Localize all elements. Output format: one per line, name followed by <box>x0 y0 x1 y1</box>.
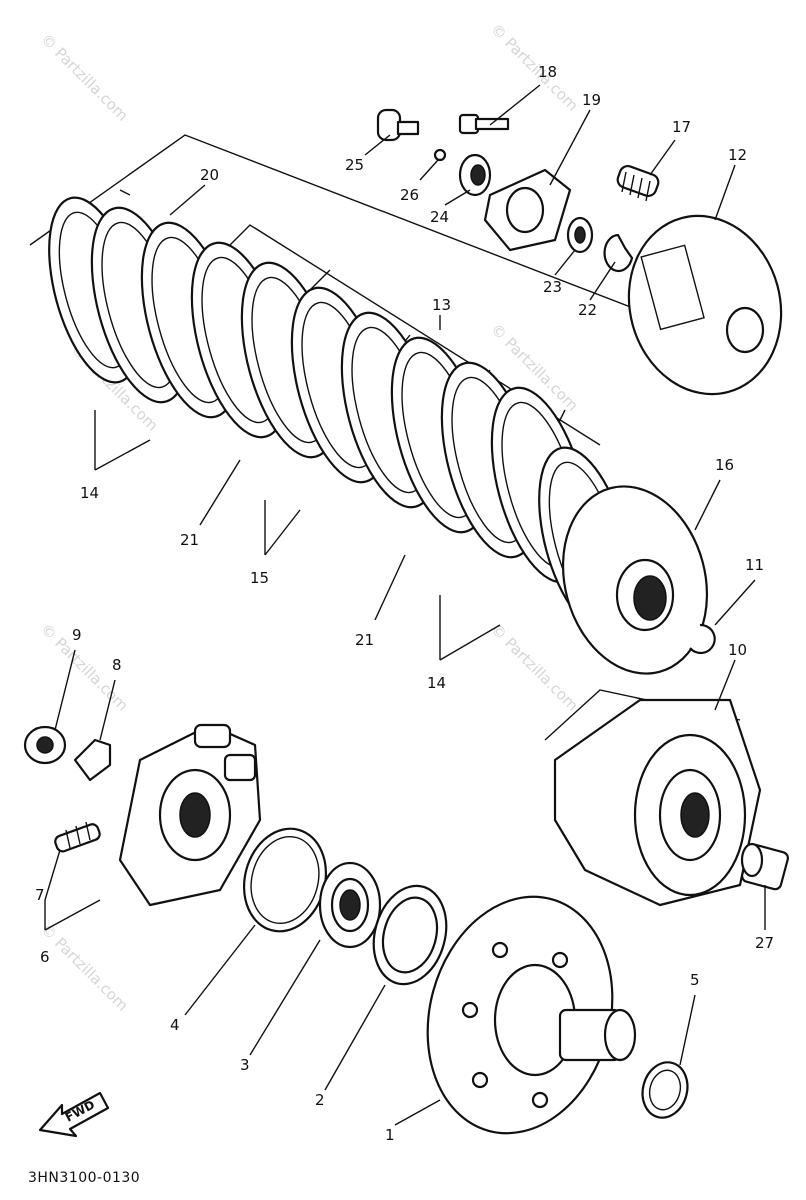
bearing <box>318 861 382 949</box>
watermark: © Partzilla.com <box>487 620 582 715</box>
callout-numbers: 1 2 3 4 5 6 7 8 9 10 11 12 13 14 14 15 1… <box>35 63 774 1144</box>
callout-19: 19 <box>582 91 601 109</box>
callout-22: 22 <box>578 301 597 319</box>
bolt <box>458 113 510 135</box>
callout-27: 27 <box>755 934 774 952</box>
callout-15: 15 <box>250 569 269 587</box>
callout-17: 17 <box>672 118 691 136</box>
clutch-drum <box>426 895 637 1135</box>
callout-21: 21 <box>180 531 199 549</box>
lock-washer <box>603 233 634 273</box>
shoe-spring <box>54 821 101 853</box>
callout-5: 5 <box>690 971 700 989</box>
drawing-code: 3HN3100-0130 <box>28 1170 140 1186</box>
collar <box>740 842 789 891</box>
callout-2: 2 <box>315 1091 325 1109</box>
callout-14-b: 14 <box>427 674 446 692</box>
watermark: © Partzilla.com <box>487 20 582 115</box>
callout-25: 25 <box>345 156 364 174</box>
callout-16: 16 <box>715 456 734 474</box>
watermark: © Partzilla.com <box>37 920 132 1015</box>
clutch-spring <box>616 164 660 202</box>
push-rod <box>376 108 420 142</box>
centrifugal-clutch <box>118 723 262 907</box>
clutch-housing <box>553 698 762 907</box>
callout-8: 8 <box>112 656 122 674</box>
one-way-clutch <box>372 884 448 986</box>
circlip <box>689 623 716 655</box>
watermark: © Partzilla.com <box>37 30 132 125</box>
callout-7: 7 <box>35 886 45 904</box>
callout-26: 26 <box>400 186 419 204</box>
clutch-cover <box>627 214 783 396</box>
shim <box>641 1061 689 1119</box>
nut <box>23 725 67 765</box>
callout-13: 13 <box>432 296 451 314</box>
forward-direction-arrow: FWD <box>38 1091 110 1138</box>
callout-4: 4 <box>170 1016 180 1034</box>
callout-10: 10 <box>728 641 747 659</box>
callout-21-b: 21 <box>355 631 374 649</box>
callout-9: 9 <box>72 626 82 644</box>
callout-20: 20 <box>200 166 219 184</box>
lock-washer <box>73 738 112 782</box>
pressure-plate <box>561 485 709 675</box>
callout-14: 14 <box>80 484 99 502</box>
clutch-plate-stack <box>48 196 632 634</box>
steel-ball <box>433 148 447 162</box>
leader-lines <box>44 84 766 1126</box>
callout-6: 6 <box>40 948 50 966</box>
callout-11: 11 <box>745 556 764 574</box>
spring-plate-hub <box>505 186 545 234</box>
callout-1: 1 <box>385 1126 395 1144</box>
callout-18: 18 <box>538 63 557 81</box>
callout-3: 3 <box>240 1056 250 1074</box>
callout-23: 23 <box>543 278 562 296</box>
callout-12: 12 <box>728 146 747 164</box>
callout-24: 24 <box>430 208 449 226</box>
